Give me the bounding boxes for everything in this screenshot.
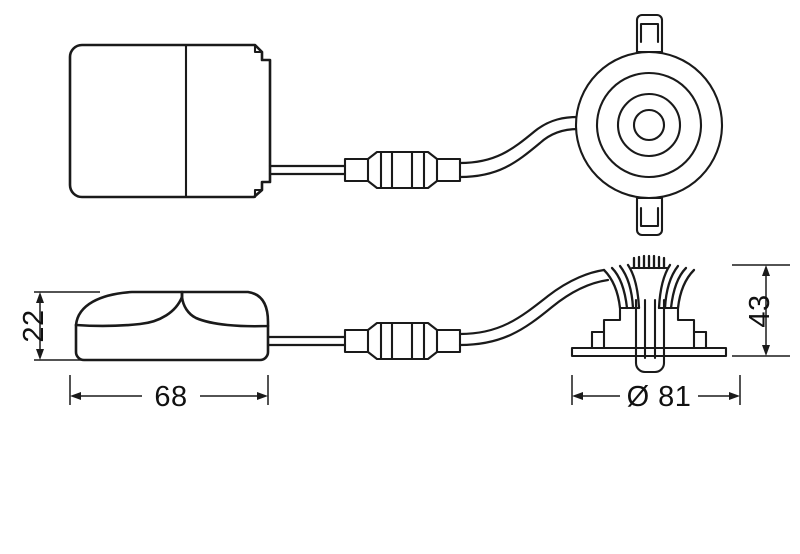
dim-label-22: 22 bbox=[18, 309, 50, 342]
mount-tab-bottom bbox=[635, 196, 664, 237]
heatsink-ridges bbox=[630, 254, 669, 270]
cable-top-curved bbox=[458, 115, 580, 179]
connector-bottom bbox=[343, 321, 462, 361]
dim-diameter-downlight: Ø 81 bbox=[571, 375, 741, 413]
driver-profile bbox=[74, 290, 270, 362]
side-view-group bbox=[74, 254, 728, 374]
dim-label-diameter-81: Ø 81 bbox=[627, 381, 692, 413]
mount-tab-top bbox=[635, 13, 664, 54]
connector-top bbox=[343, 150, 462, 190]
dim-label-43: 43 bbox=[744, 294, 776, 327]
downlight-front bbox=[574, 50, 724, 200]
driver-box bbox=[68, 43, 272, 199]
cable-bottom-curved bbox=[458, 268, 610, 347]
dim-height-driver: 22 bbox=[18, 291, 100, 361]
spring-clips bbox=[602, 263, 696, 310]
cable-top bbox=[268, 164, 347, 176]
dim-label-68: 68 bbox=[154, 381, 187, 413]
dim-height-downlight: 43 bbox=[732, 264, 790, 357]
dim-length-driver: 68 bbox=[69, 375, 269, 413]
cable-bottom bbox=[266, 335, 347, 347]
downlight-side bbox=[570, 254, 728, 374]
top-view-group bbox=[68, 13, 724, 237]
